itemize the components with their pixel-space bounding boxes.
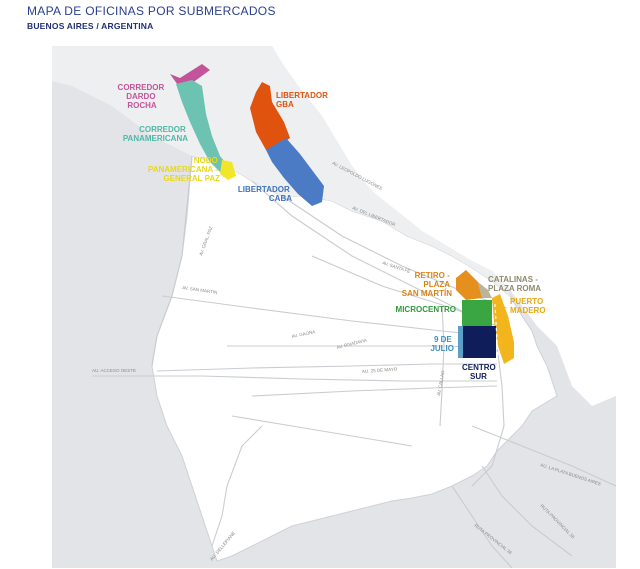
submarket-labels: CORREDOR DARDO ROCHA CORREDOR PANAMERICA… — [118, 83, 546, 381]
page-subtitle: BUENOS AIRES / ARGENTINA — [27, 21, 154, 31]
label-microcentro: MICROCENTRO — [396, 305, 456, 314]
zone-libertador-gba[interactable] — [250, 82, 290, 150]
zone-puerto-madero[interactable] — [492, 294, 514, 364]
label-catalinas: CATALINAS - PLAZA ROMA — [488, 275, 541, 293]
label-nodo-panamericana: NODO PANAMERICANA - GENERAL PAZ — [148, 156, 220, 183]
zone-microcentro[interactable] — [462, 300, 492, 326]
label-panamericana: CORREDOR PANAMERICANA — [123, 125, 188, 143]
zone-libertador-caba[interactable] — [266, 138, 324, 206]
river — [272, 46, 616, 406]
road-label-gaona: AV. GAONA — [291, 329, 316, 339]
label-libertador-gba: LIBERTADOR GBA — [276, 91, 330, 109]
road-label-acceso-oeste: AU. ACCESO OESTE — [92, 368, 136, 373]
label-retiro: RETIRO - PLAZA SAN MARTÍN — [402, 271, 452, 298]
zone-dardo-rocha[interactable] — [170, 64, 210, 88]
zone-nodo-panamericana[interactable] — [220, 160, 236, 180]
zone-nueve-de-julio[interactable] — [458, 326, 463, 358]
zone-panamericana[interactable] — [176, 80, 230, 174]
label-dardo-rocha: CORREDOR DARDO ROCHA — [118, 83, 167, 110]
label-nueve-de-julio: 9 DE JULIO — [430, 335, 454, 353]
label-puerto-madero: PUERTO MADERO — [510, 297, 546, 315]
page-title: MAPA DE OFICINAS POR SUBMERCADOS — [27, 4, 276, 18]
zone-centro-sur[interactable] — [463, 326, 496, 358]
road-label-callao: AV. CALLAO — [436, 370, 445, 396]
zone-retiro[interactable] — [456, 270, 482, 300]
road-label-san-martin: AV. SAN MARTIN — [182, 285, 218, 295]
zone-catalinas[interactable] — [478, 282, 492, 298]
submarkets-map: AV. GRAL. PAZ AV. LEOPOLDO LUGONES AV. D… — [52, 46, 616, 568]
label-libertador-caba: LIBERTADOR CABA — [238, 185, 292, 203]
road-label-25-de-mayo: AU. 25 DE MAYO — [362, 367, 398, 374]
submarket-zones — [170, 64, 514, 364]
label-centro-sur: CENTRO SUR — [462, 363, 498, 381]
